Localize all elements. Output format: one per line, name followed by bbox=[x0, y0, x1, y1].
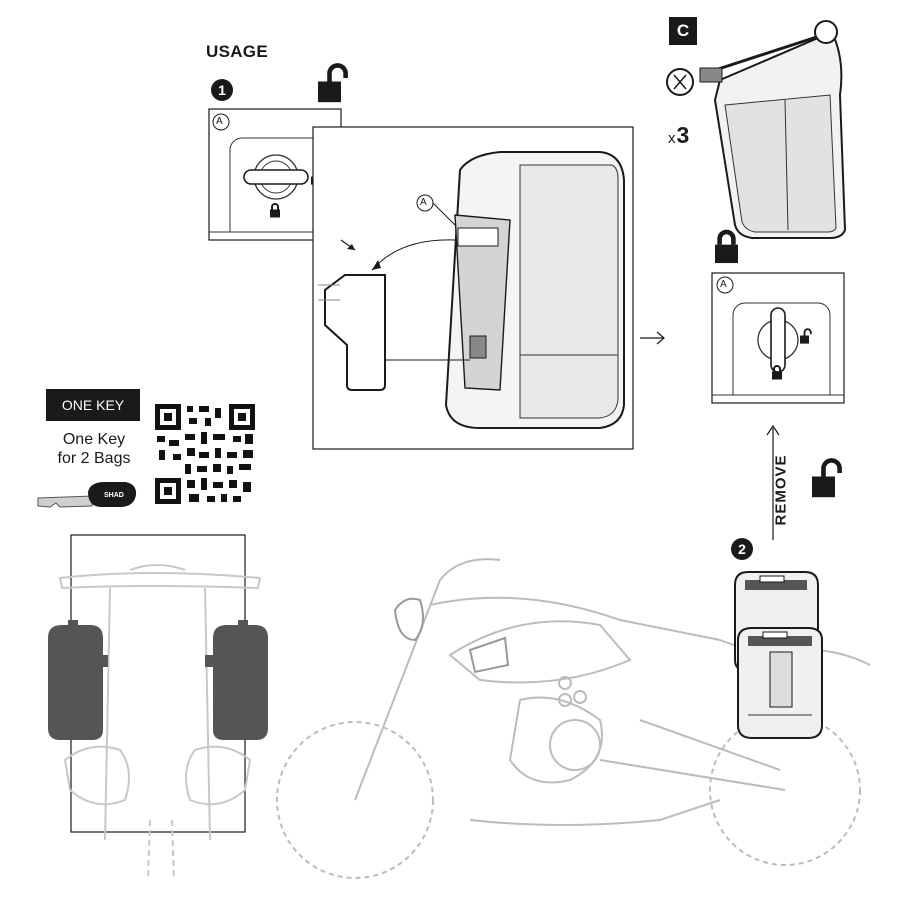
quantity-value: 3 bbox=[676, 122, 690, 148]
step-2-badge: 2 bbox=[731, 538, 753, 560]
lock-detail-box-closed bbox=[711, 272, 845, 404]
motorcycle-side-view bbox=[276, 558, 871, 879]
one-key-line-1: One Key bbox=[62, 431, 126, 448]
callout-a-label: A bbox=[216, 116, 223, 127]
step-1-badge: 1 bbox=[211, 79, 233, 101]
key-icon: SHAD bbox=[37, 482, 137, 508]
backpack-mount-box bbox=[312, 126, 634, 450]
padlock-closed-icon bbox=[715, 232, 738, 263]
remove-label: REMOVE bbox=[772, 454, 790, 526]
svg-text:SHAD: SHAD bbox=[104, 492, 124, 499]
step-c-badge: C bbox=[669, 17, 697, 45]
padlock-remove-icon bbox=[812, 460, 840, 497]
one-key-description: One Key for 2 Bags bbox=[40, 430, 148, 468]
quantity-prefix: x bbox=[668, 130, 676, 147]
padlock-open-icon bbox=[318, 65, 346, 102]
callout-a-label-2: A bbox=[420, 197, 427, 208]
quantity-label: x3 bbox=[668, 122, 689, 149]
usage-title: USAGE bbox=[206, 42, 268, 61]
next-arrow bbox=[640, 331, 665, 345]
qr-code bbox=[155, 404, 255, 504]
callout-a-label-3: A bbox=[720, 279, 727, 290]
remove-arrow bbox=[766, 424, 780, 540]
one-key-label: ONE KEY bbox=[46, 389, 140, 421]
remove-label-container: REMOVE bbox=[772, 440, 790, 540]
one-key-line-2: for 2 Bags bbox=[57, 450, 131, 467]
pannier-bags-illustration bbox=[734, 571, 823, 739]
rolltop-bag-illustration bbox=[666, 20, 847, 239]
motorcycle-top-view bbox=[48, 534, 268, 881]
